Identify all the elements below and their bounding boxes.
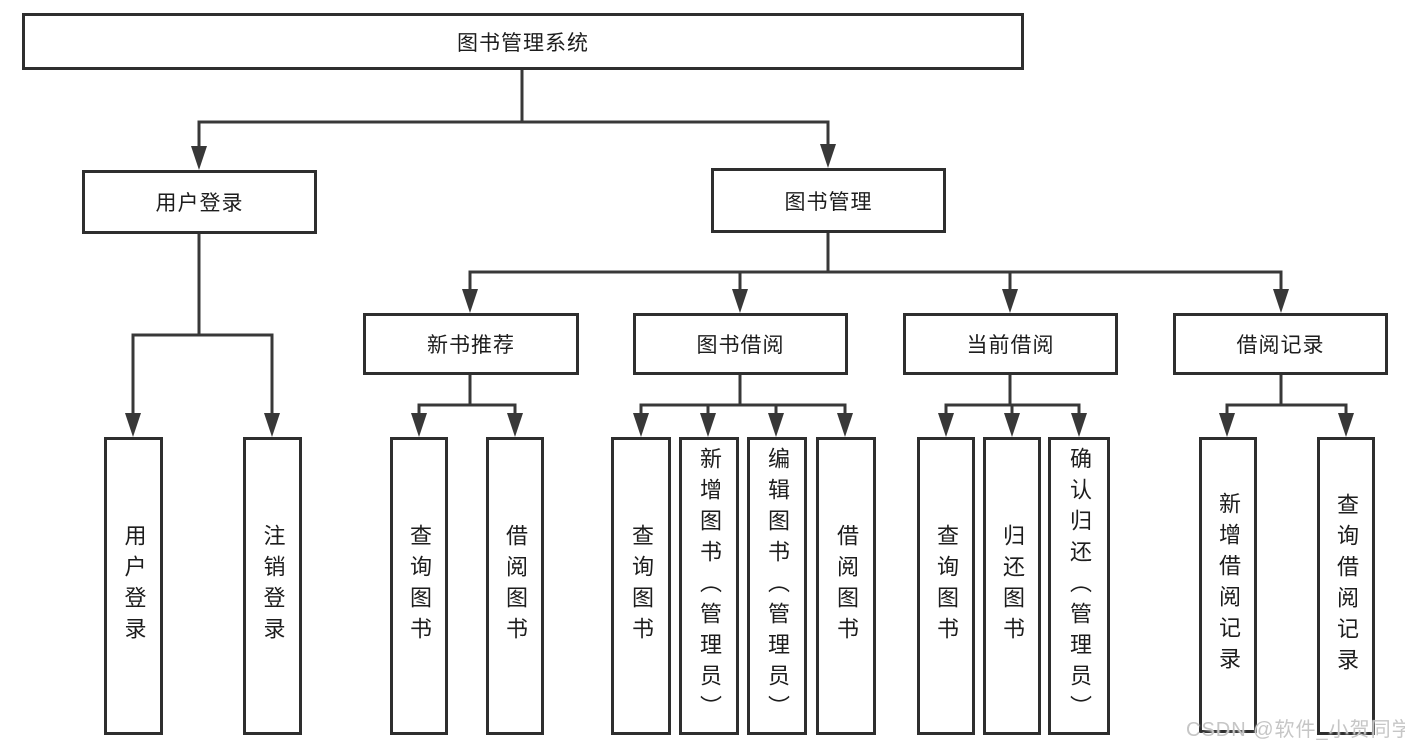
leaf-current-return-books: 归还图书: [983, 437, 1041, 735]
connector-current-borrowing-to-leaves: [938, 373, 1087, 437]
connector-borrowing-records-to-leaves: [1219, 373, 1354, 437]
node-user-login-label: 用户登录: [155, 192, 244, 215]
leaf-current-confirm-return-admin: 确认归还（管理员）: [1048, 437, 1110, 735]
leaf-borrow-add-books-admin: 新增图书（管理员）: [679, 437, 739, 735]
node-new-book-recommendation-label: 新书推荐: [427, 334, 515, 357]
node-library-system: 图书管理系统: [22, 13, 1024, 70]
leaf-records-add-borrow-record-label: 新增借阅记录: [1216, 492, 1241, 678]
node-library-system-label: 图书管理系统: [457, 31, 589, 55]
leaf-current-return-books-label: 归还图书: [1000, 524, 1025, 648]
leaf-user-login-label: 用户登录: [121, 524, 147, 648]
leaf-current-query-books-label: 查询图书: [934, 524, 959, 648]
node-current-borrowing-label: 当前借阅: [966, 334, 1055, 357]
leaf-borrow-borrow-books: 借阅图书: [816, 437, 876, 735]
node-book-management-label: 图书管理: [784, 190, 873, 214]
leaf-borrow-query-books: 查询图书: [611, 437, 671, 735]
leaf-records-query-borrow-record: 查询借阅记录: [1317, 437, 1375, 735]
connector-root-to-level2: [191, 68, 836, 170]
leaf-recommend-query-books-label: 查询图书: [407, 524, 432, 648]
leaf-current-confirm-return-admin-label: 确认归还（管理员）: [1067, 446, 1092, 726]
leaf-borrow-query-books-label: 查询图书: [629, 524, 654, 648]
leaf-recommend-borrow-books-label: 借阅图书: [503, 524, 528, 648]
watermark-text: CSDN @软件_小贺同学: [1186, 719, 1405, 741]
connector-user-login-to-leaves: [125, 232, 280, 437]
node-current-borrowing: 当前借阅: [903, 313, 1118, 375]
node-new-book-recommendation: 新书推荐: [363, 313, 579, 375]
leaf-borrow-borrow-books-label: 借阅图书: [834, 524, 859, 648]
node-book-borrowing-label: 图书借阅: [696, 334, 785, 357]
leaf-records-query-borrow-record-label: 查询借阅记录: [1334, 493, 1359, 679]
connector-new-book-recommendation-to-leaves: [411, 373, 523, 437]
leaf-current-query-books: 查询图书: [917, 437, 975, 735]
connector-book-borrowing-to-leaves: [633, 373, 853, 437]
node-borrowing-records: 借阅记录: [1173, 313, 1388, 375]
node-borrowing-records-label: 借阅记录: [1236, 334, 1325, 357]
leaf-borrow-edit-books-admin: 编辑图书（管理员）: [747, 437, 807, 735]
leaf-logout-login-label: 注销登录: [260, 524, 286, 648]
node-book-management: 图书管理: [711, 168, 946, 233]
leaf-recommend-query-books: 查询图书: [390, 437, 448, 735]
leaf-logout-login: 注销登录: [243, 437, 302, 735]
connector-book-management-to-level3: [462, 231, 1289, 313]
node-user-login: 用户登录: [82, 170, 317, 234]
node-book-borrowing: 图书借阅: [633, 313, 848, 375]
leaf-records-add-borrow-record: 新增借阅记录: [1199, 437, 1257, 733]
leaf-borrow-add-books-admin-label: 新增图书（管理员）: [697, 446, 722, 726]
leaf-recommend-borrow-books: 借阅图书: [486, 437, 544, 735]
leaf-user-login: 用户登录: [104, 437, 163, 735]
leaf-borrow-edit-books-admin-label: 编辑图书（管理员）: [765, 446, 790, 726]
